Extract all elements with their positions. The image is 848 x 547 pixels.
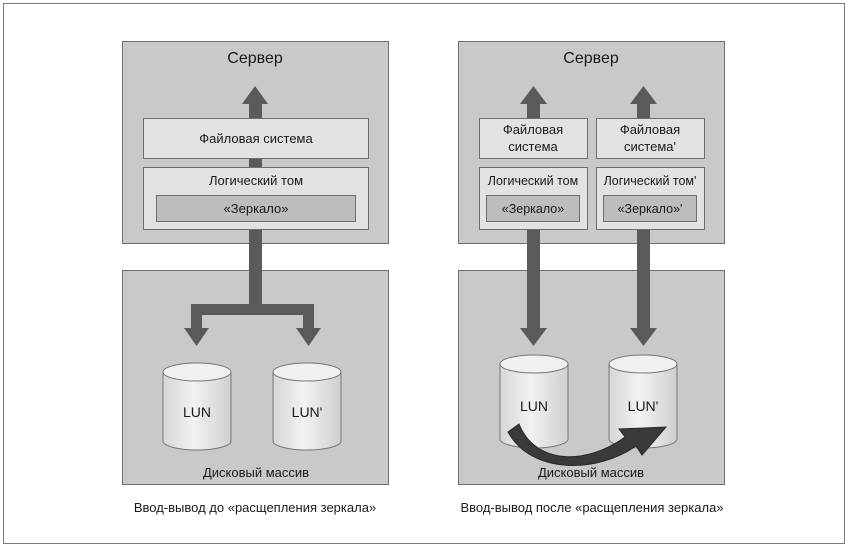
left-lun-prime-body [272, 371, 342, 451]
right-up-arrowhead-2 [630, 86, 657, 104]
right-up-arrow-2-shaft [637, 104, 650, 118]
left-lun-prime-disk: LUN' [272, 362, 342, 451]
left-connector-shaft [249, 159, 262, 167]
right-down-arrow-2-shaft [637, 230, 650, 328]
right-logical-volume-2-label: Логический том' [604, 174, 697, 188]
right-lun-label: LUN [520, 398, 548, 414]
right-disk-array-label: Дисковый массив [538, 465, 644, 480]
left-caption: Ввод-вывод до «расщепления зеркала» [134, 500, 376, 515]
right-mirror-2-label: «Зеркало»' [618, 202, 683, 216]
left-lun-top [162, 362, 232, 382]
left-branch-down-1 [191, 304, 202, 328]
left-mirror-box [156, 195, 356, 222]
right-diagram: Сервер Файловая система Файловая система… [458, 41, 725, 515]
right-mirror-1-box [486, 195, 580, 222]
left-lun-prime-top [272, 362, 342, 382]
left-logical-volume-label: Логический том [209, 173, 303, 188]
left-branch-down-2 [303, 304, 314, 328]
left-mirror-label: «Зеркало» [224, 201, 289, 216]
left-main-shaft [249, 230, 262, 310]
right-lun-top [499, 354, 569, 374]
left-down-arrowhead-1 [184, 328, 209, 346]
right-down-arrowhead-2 [630, 328, 657, 346]
left-diagram: Сервер Файловая система Логический том «… [122, 41, 389, 515]
right-down-arrow-1-shaft [527, 230, 540, 328]
left-lun-disk: LUN [162, 362, 232, 451]
right-lun-prime-label: LUN' [628, 398, 659, 414]
right-filesystem-2-line2: система' [624, 139, 676, 154]
right-caption: Ввод-вывод после «расщепления зеркала» [460, 500, 723, 515]
left-lun-prime-label: LUN' [292, 404, 323, 420]
split-curved-arrow [507, 423, 668, 466]
left-branch-bar [191, 304, 314, 315]
left-filesystem-label: Файловая система [199, 131, 313, 146]
right-up-arrowhead-1 [520, 86, 547, 104]
right-filesystem-1-line2: система [508, 139, 558, 154]
right-logical-volume-1-label: Логический том [488, 174, 578, 188]
left-up-arrowhead [242, 86, 268, 104]
right-filesystem-2-line1: Файловая [620, 122, 680, 137]
right-filesystem-1-line1: Файловая [503, 122, 563, 137]
left-upper-arrow-shaft [249, 104, 262, 118]
right-disk-array-panel [458, 270, 725, 485]
right-server-title: Сервер [563, 50, 619, 67]
right-filesystem-1-box [479, 118, 588, 159]
right-lun-prime-top [608, 354, 678, 374]
right-filesystem-2-box [596, 118, 705, 159]
right-mirror-1-label: «Зеркало» [502, 202, 564, 216]
right-down-arrowhead-1 [520, 328, 547, 346]
left-server-title: Сервер [227, 50, 283, 67]
left-lun-label: LUN [183, 404, 211, 420]
right-mirror-2-box [603, 195, 697, 222]
left-disk-array-label: Дисковый массив [203, 465, 309, 480]
left-down-arrowhead-2 [296, 328, 321, 346]
left-filesystem-box [143, 118, 369, 159]
left-lun-body [162, 371, 232, 451]
right-up-arrow-1-shaft [527, 104, 540, 118]
